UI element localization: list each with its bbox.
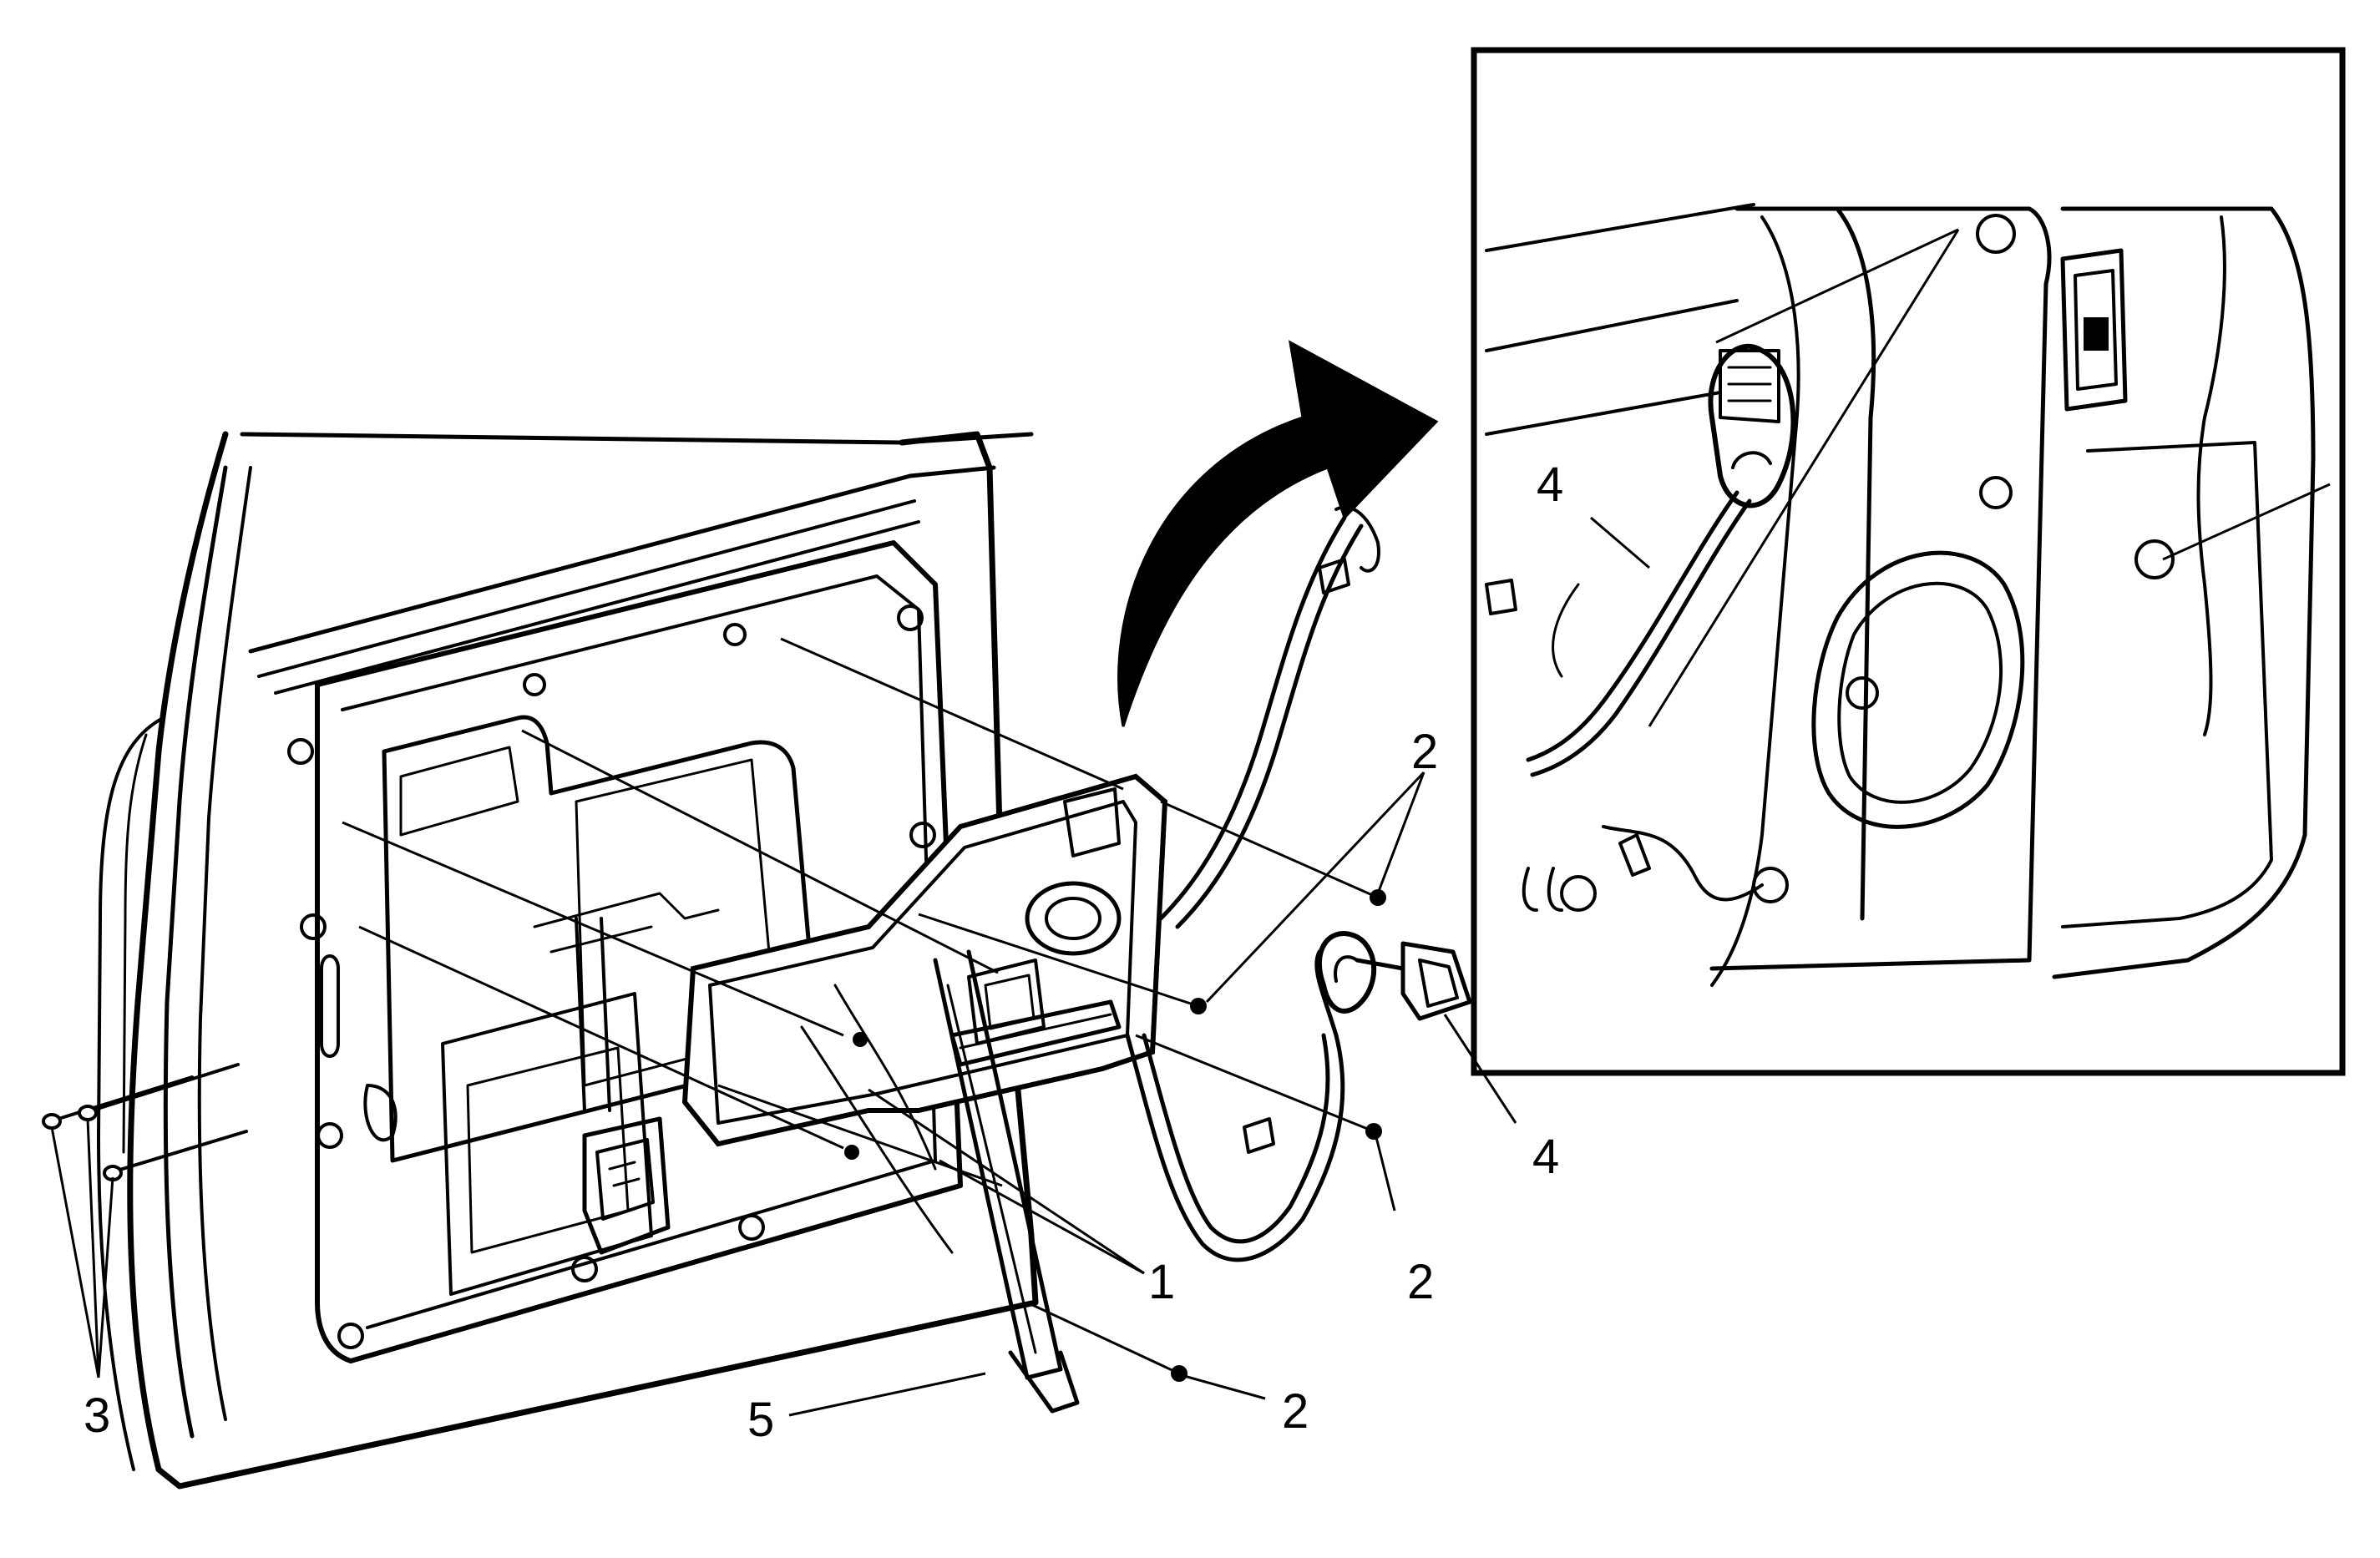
inset-detail	[1471, 47, 2346, 1076]
alignment-lines	[342, 637, 1379, 1375]
grommet-connector	[1317, 931, 1472, 1021]
callout-leaders	[50, 771, 1517, 1417]
callout-2-middle: 2	[1407, 1255, 1434, 1309]
callout-1: 1	[1148, 1255, 1175, 1309]
callout-2-bottom: 2	[1282, 1384, 1309, 1439]
callout-5: 5	[747, 1393, 774, 1447]
wiring-harness	[1125, 505, 1472, 1262]
callout-3: 3	[84, 1389, 110, 1443]
callout-4-inset: 4	[1537, 458, 1563, 512]
window-regulator-module	[681, 773, 1168, 1414]
callout-labels: 1 2 2 2 3 4 4 5	[84, 458, 1563, 1447]
callout-2-top: 2	[1411, 725, 1438, 779]
callout-4: 4	[1532, 1130, 1559, 1184]
curved-arrow	[1117, 340, 1439, 727]
door-latch	[575, 917, 671, 1255]
